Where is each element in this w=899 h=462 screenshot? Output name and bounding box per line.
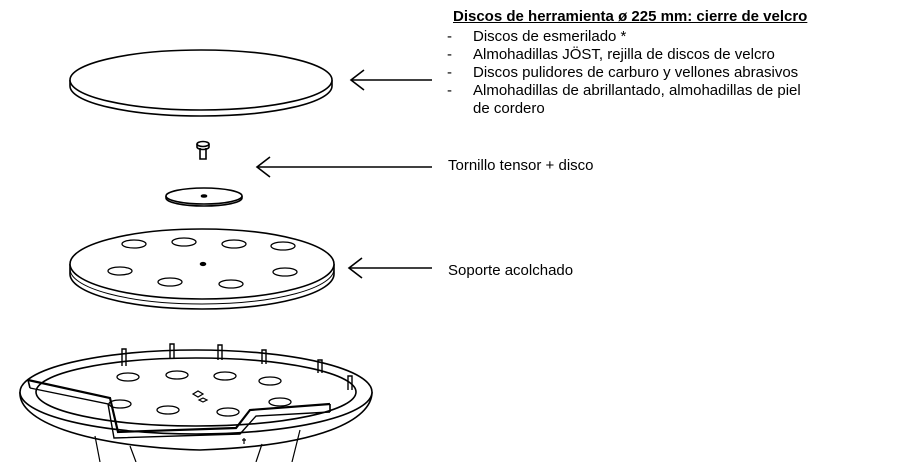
list-item: Discos de esmerilado * <box>445 28 801 46</box>
list-item: Almohadillas de abrillantado, almohadill… <box>445 82 801 118</box>
arrow-abrasive-disc <box>349 69 432 91</box>
discs-list: Discos de esmerilado * Almohadillas JÖST… <box>445 28 801 118</box>
padded-support <box>69 228 335 310</box>
abrasive-disc <box>69 49 333 117</box>
washer-disc <box>165 187 243 207</box>
label-tension-screw: Tornillo tensor + disco <box>448 157 594 174</box>
tool-base <box>19 343 373 462</box>
list-item: Discos pulidores de carburo y vellones a… <box>445 64 801 82</box>
tension-screw <box>196 140 210 160</box>
list-item: Almohadillas JÖST, rejilla de discos de … <box>445 46 801 64</box>
diagram-title: Discos de herramienta ø 225 mm: cierre d… <box>453 8 808 25</box>
label-padded-support: Soporte acolchado <box>448 262 574 279</box>
arrow-screw <box>255 156 432 178</box>
arrow-padded-support <box>347 257 432 279</box>
